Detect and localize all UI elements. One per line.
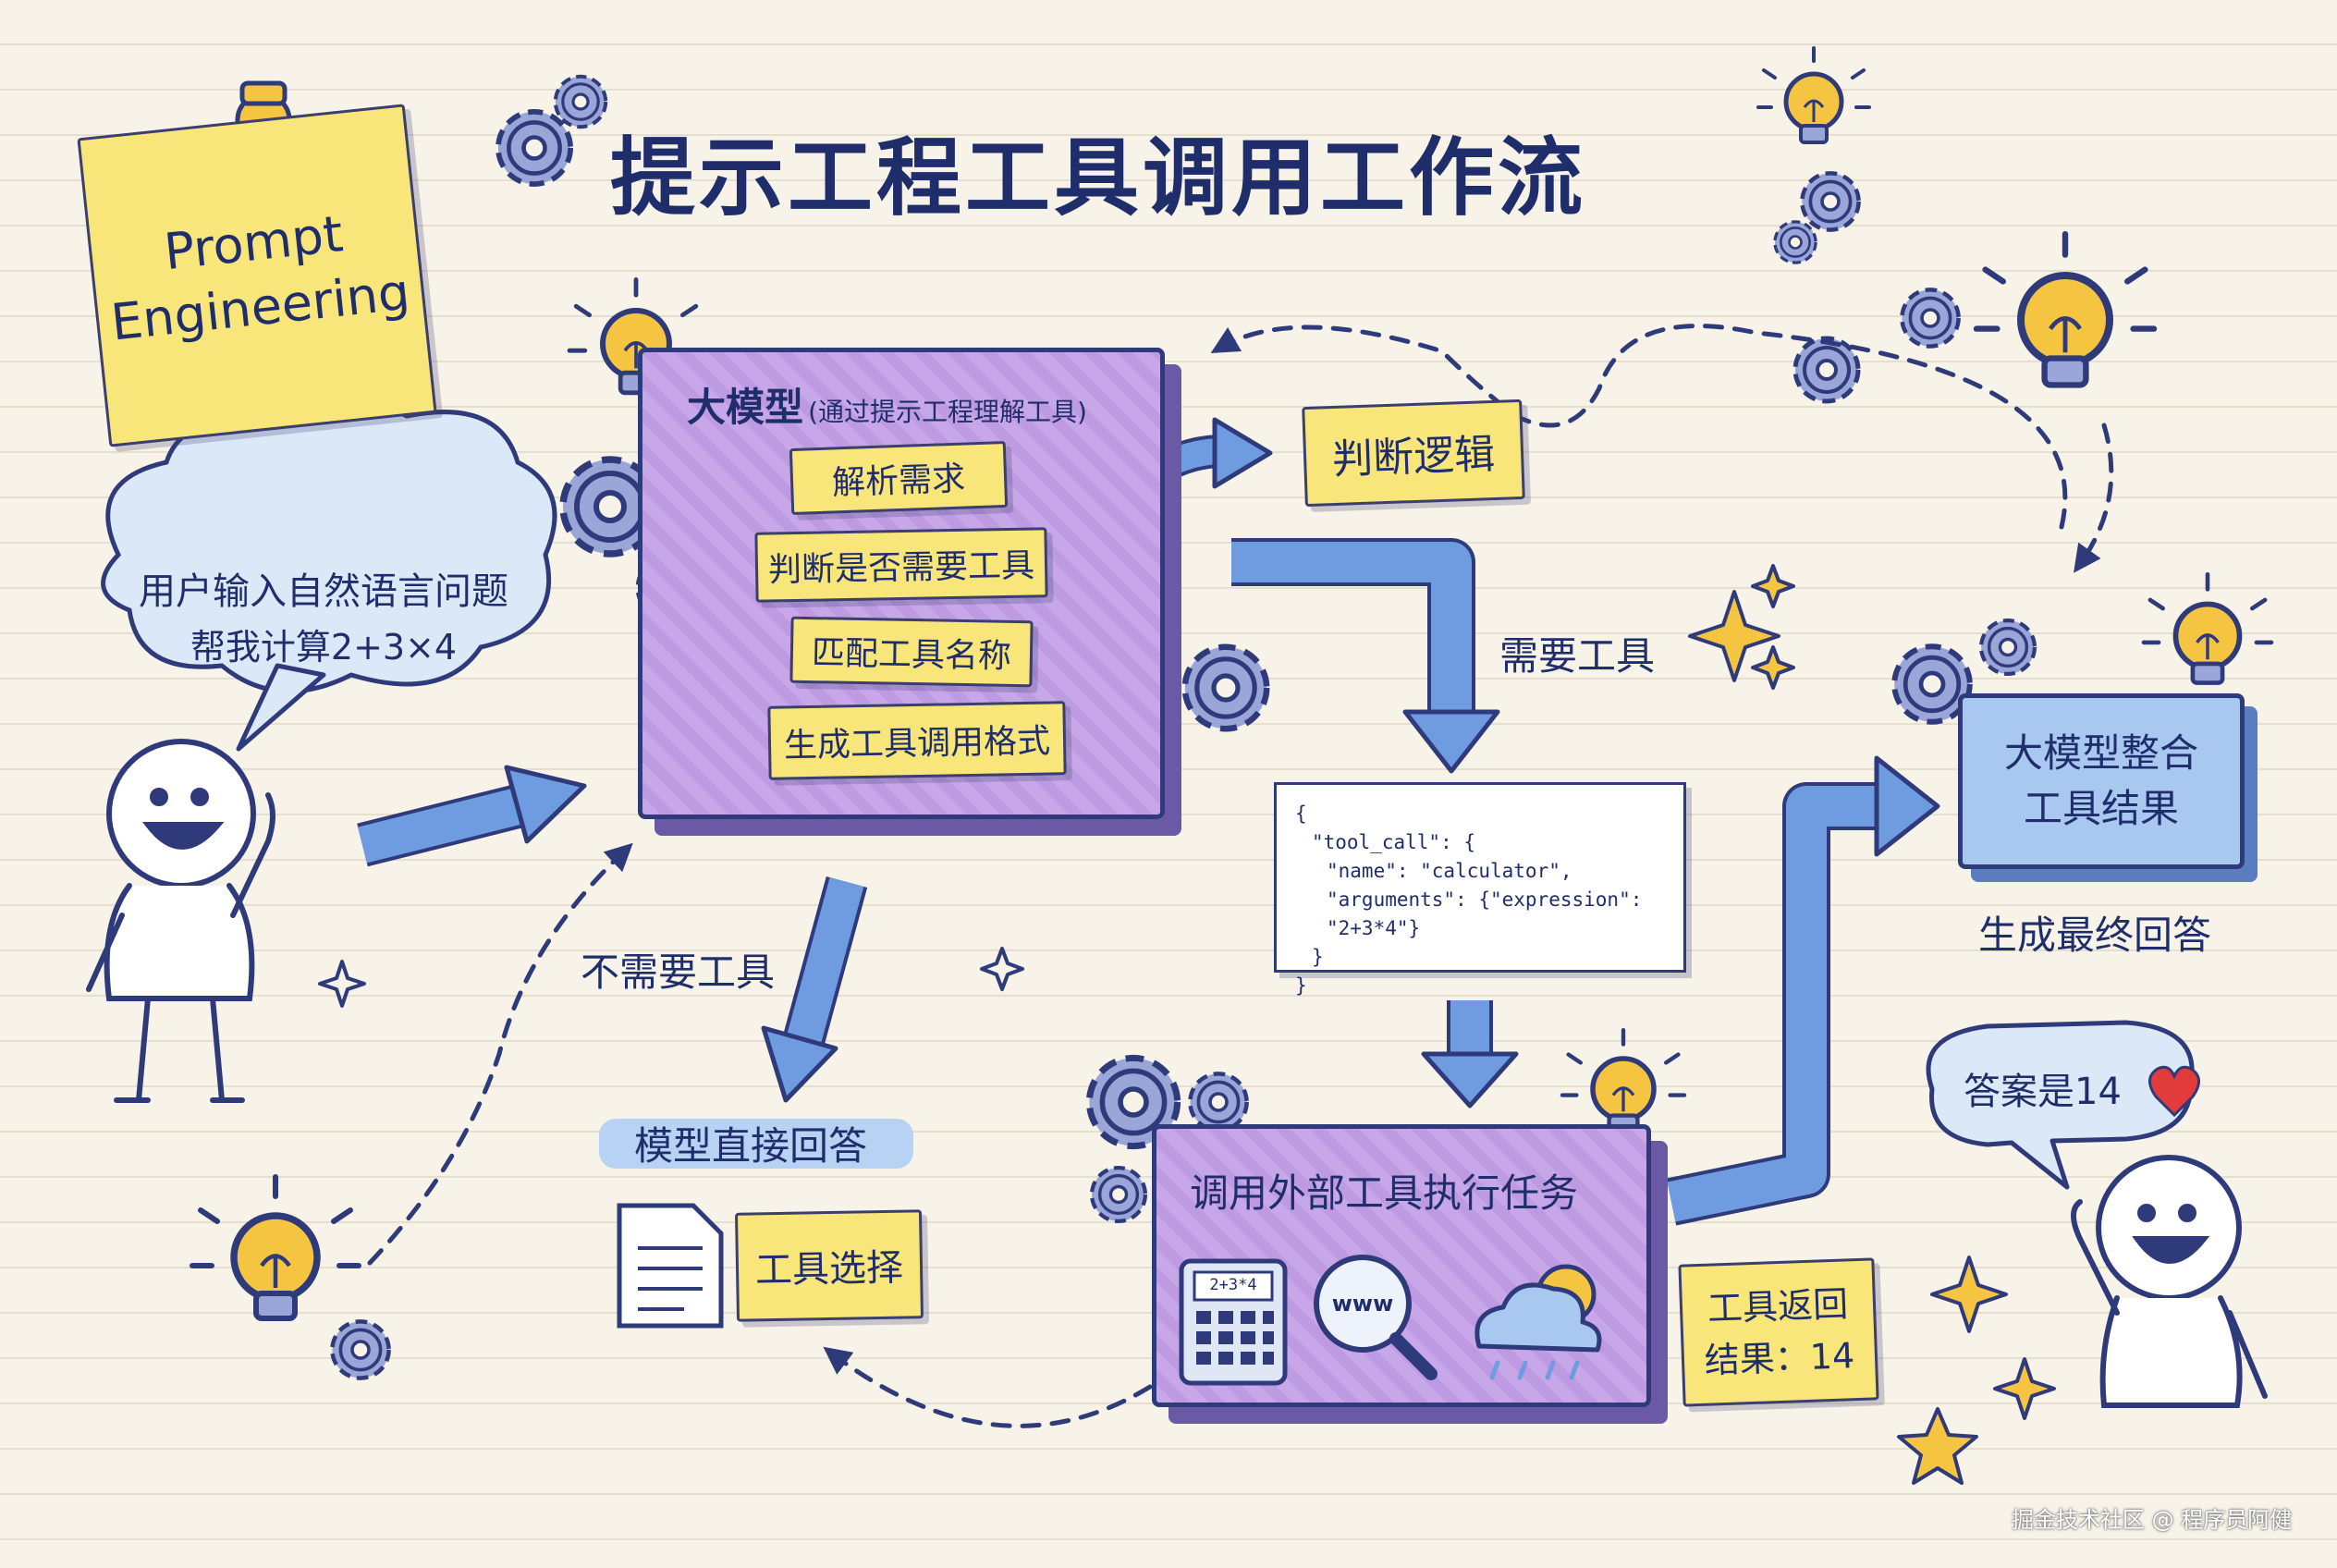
weather-cloud-icon [1474,1264,1602,1380]
answer-text: 答案是14 [1964,1071,2122,1113]
llm-box-subtitle: (通过提示工程理解工具) [808,397,1087,427]
dashed-arrows [367,324,2114,1428]
code-line-6: } [1295,974,1307,997]
code-line-1: { [1295,802,1307,825]
direct-answer-label: 模型直接回答 [634,1123,868,1169]
code-line-2: "tool_call": { [1312,831,1476,853]
integrate-line1: 大模型整合 [2003,730,2198,776]
need-tool-label: 需要工具 [1499,633,1656,679]
page-title: 提示工程工具调用工作流 [610,129,1587,227]
tool-result-note: 工具返回 结果：14 [1678,1257,1879,1407]
user-question-line2: 帮我计算2+3×4 [190,627,458,668]
integrate-line2: 工具结果 [2023,786,2179,831]
integrate-result-box: 大模型整合 工具结果 [1958,693,2245,869]
llm-box: 大模型 (通过提示工程理解工具) 解析需求 判断是否需要工具 匹配工具名称 生成… [638,348,1165,819]
magnifier-label: www [1331,1291,1394,1317]
tool-call-code-block: { "tool_call": { "name": "calculator", "… [1274,782,1686,997]
calculator-icon [1179,1258,1288,1386]
heart-icon [2148,1065,2200,1118]
code-line-3: "name": "calculator", [1327,860,1572,882]
watermark: 掘金技术社区 @ 程序员阿健 [2012,1507,2293,1533]
user-question-line1: 用户输入自然语言问题 [139,570,508,613]
magnifier-icon [1314,1255,1438,1380]
tool-result-line2: 结果：14 [1704,1335,1855,1381]
assistant-stick-figure [2071,1155,2268,1408]
direct-answer-highlight [599,1119,913,1169]
document-icon [617,1203,724,1329]
final-answer-label: 生成最终回答 [1978,913,2212,958]
no-tool-label: 不需要工具 [581,949,776,995]
flow-arrows [357,417,1940,1226]
star-icon [1897,1407,1978,1485]
tool-result-line1: 工具返回 [1707,1283,1849,1329]
user-stick-figure [86,739,275,1103]
code-line-4: "arguments": {"expression": "2+3*4"} [1327,888,1643,939]
calculator-display: 2+3*4 [1209,1276,1257,1294]
tool-execution-title: 调用外部工具执行任务 [1190,1170,1579,1216]
sparkle-icon [318,564,2056,1420]
llm-box-title: 大模型 [687,385,804,430]
user-question: 用户输入自然语言问题 帮我计算2+3×4 [102,564,545,675]
llm-box-heading: 大模型 (通过提示工程理解工具) [687,376,1087,433]
code-line-5: } [1312,946,1324,968]
